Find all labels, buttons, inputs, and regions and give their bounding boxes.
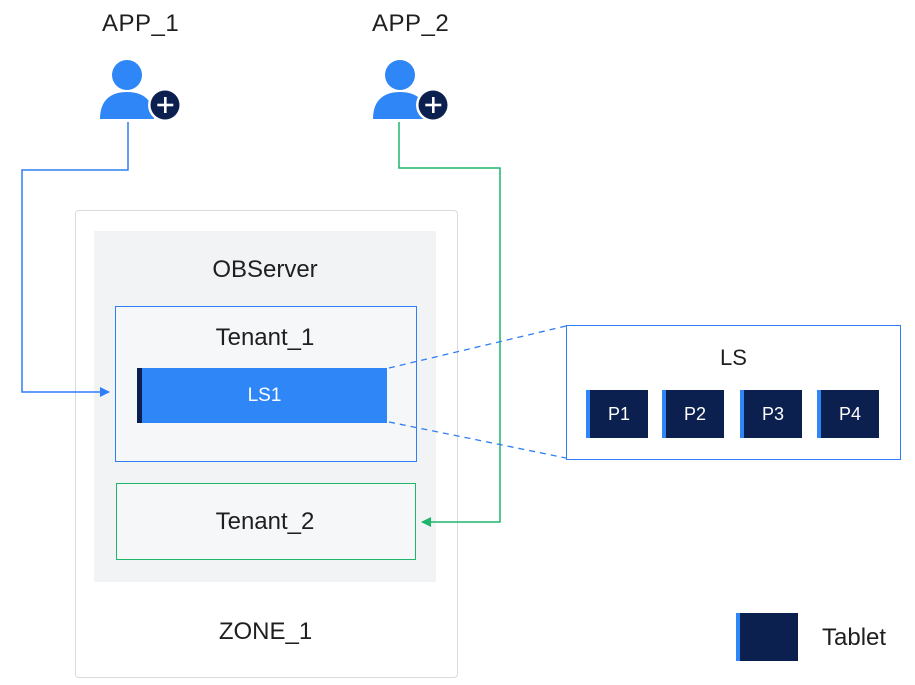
tenant-2-box	[116, 483, 416, 560]
tablet-p2: P2	[662, 390, 724, 438]
observer-label: OBServer	[212, 256, 318, 283]
zone-label: ZONE_1	[218, 618, 313, 645]
user-add-icon	[100, 60, 182, 122]
ls-detail-label: LS	[720, 345, 747, 370]
tablet-p1: P1	[586, 390, 648, 438]
legend-tablet-label: Tablet	[822, 624, 887, 651]
tenant-1-label: Tenant_1	[215, 324, 315, 351]
tenant-2-label: Tenant_2	[215, 508, 315, 535]
app-1-label: APP_1	[102, 10, 180, 37]
app-2-label: APP_2	[372, 10, 450, 37]
user-add-icon	[373, 60, 450, 122]
legend-tablet-swatch	[736, 613, 798, 661]
ls1-bar: LS1	[137, 368, 387, 423]
tablet-p4: P4	[817, 390, 879, 438]
tablet-p3: P3	[740, 390, 802, 438]
